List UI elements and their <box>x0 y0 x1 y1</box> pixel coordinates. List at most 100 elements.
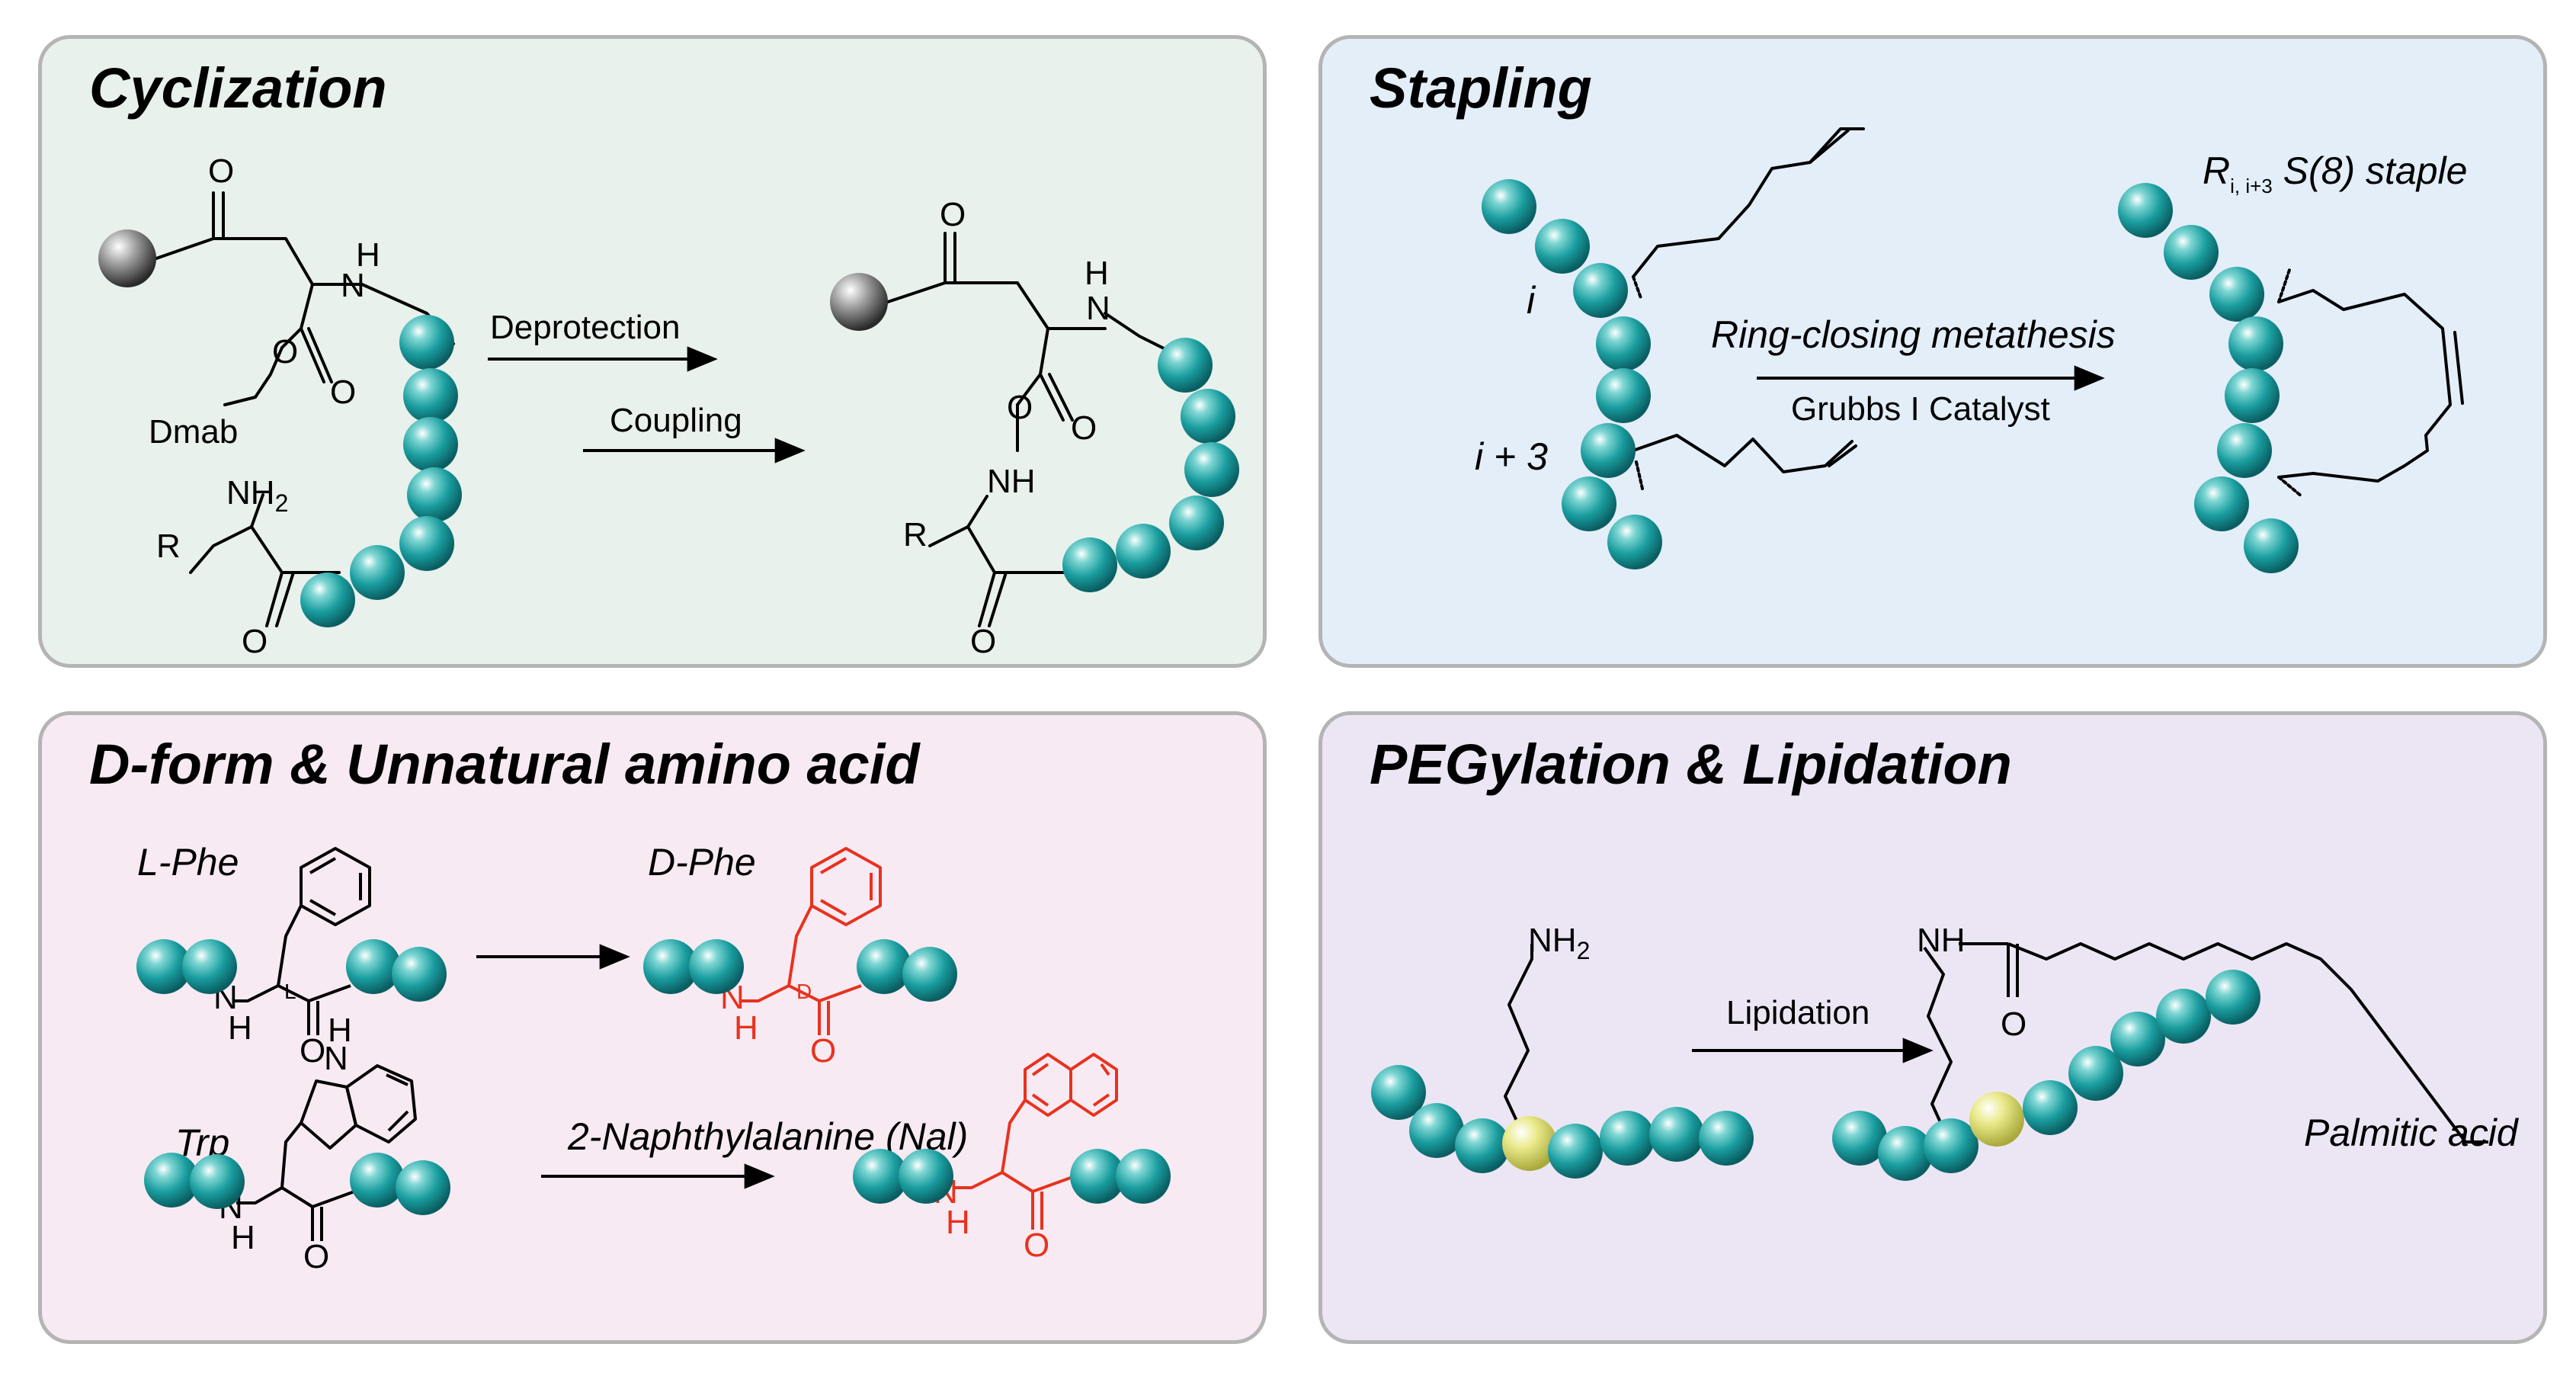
bead <box>1649 1107 1704 1162</box>
bead <box>1924 1118 1978 1173</box>
dmab-label: Dmab <box>149 413 238 451</box>
nal-naphthalene-ring-a <box>1024 1053 1072 1117</box>
peg-right-chain <box>1832 970 2260 1181</box>
bead <box>902 947 957 1002</box>
reactant-amine-n-label: N <box>341 267 365 304</box>
trp-indole-six-ring <box>345 1064 417 1143</box>
bead <box>899 1149 953 1204</box>
bead <box>350 545 405 600</box>
reactant-nh2-label: NH2 <box>226 474 288 517</box>
bead <box>2194 476 2249 531</box>
lipidation-label: Lipidation <box>1726 994 1870 1031</box>
bead <box>2206 970 2260 1025</box>
peg-o-label: O <box>2001 1006 2027 1043</box>
bead <box>1596 368 1651 423</box>
dphe-label: D-Phe <box>648 841 756 884</box>
coupling-label: Coupling <box>610 402 742 439</box>
nal-label: 2-Naphthylalanine (Nal) <box>567 1115 968 1158</box>
modified-residue-bead <box>1502 1116 1557 1171</box>
bead <box>1116 524 1171 579</box>
bead <box>1062 537 1117 592</box>
bead <box>1409 1103 1464 1158</box>
bead <box>689 939 744 994</box>
dphe-stereo-label: D <box>796 980 812 1003</box>
product-r-label: R <box>903 516 928 553</box>
product-peptide-chain <box>1062 338 1239 592</box>
trp-indole-h-label: H <box>328 1012 352 1049</box>
bead <box>1181 389 1235 444</box>
nal-h-label: H <box>946 1204 970 1241</box>
bead <box>2209 267 2264 322</box>
modified-residue-bead <box>1969 1092 2024 1147</box>
bead <box>1535 219 1590 274</box>
lphe-h-label: H <box>228 1009 252 1047</box>
lphe-benzene-ring <box>300 847 371 926</box>
bead <box>1600 1111 1655 1166</box>
bead <box>2228 316 2283 371</box>
reactant-peptide-chain <box>300 315 462 627</box>
cyclization-panel: Cyclization O N H O O Dmab NH2 R O Depro <box>38 35 1267 668</box>
product-amine-n-label: N <box>1086 290 1110 327</box>
staple-label: Ri, i+3 S(8) staple <box>2203 149 2467 197</box>
bead <box>399 516 454 571</box>
dform-title: D-form & Unnatural amino acid <box>89 733 920 796</box>
nal-o-label: O <box>1024 1227 1049 1264</box>
bead <box>300 573 355 627</box>
bead <box>396 1160 450 1215</box>
bead <box>2068 1046 2123 1101</box>
reactant-amine-h-label: H <box>356 236 380 274</box>
peg-left-chain <box>1371 1065 1754 1179</box>
resin-bead <box>98 229 156 287</box>
peg-panel: PEGylation & Lipidation NH2 NH O Lipidat… <box>1318 711 2547 1344</box>
stapling-panel: Stapling i i + 3 Ring-closing metathesis… <box>1318 35 2547 668</box>
bead <box>346 939 401 994</box>
peg-diagram: NH2 NH O Lipidation Palmitic acid <box>1371 922 2520 1181</box>
product-amine-h-label: H <box>1085 255 1109 292</box>
bead <box>2164 225 2219 280</box>
reactant-ester-oxygen-label: O <box>272 333 298 370</box>
reactant-lower-oxygen-label: O <box>242 623 268 660</box>
bead <box>2225 368 2280 423</box>
reactant-carbonyl-oxygen-label: O <box>330 374 356 411</box>
bead <box>2217 423 2272 478</box>
dform-diagram: L-Phe N H O L D-Phe N H O D Trp <box>136 841 1171 1275</box>
nal-naphthalene-ring-b <box>1069 1053 1118 1117</box>
label-i: i <box>1527 279 1536 322</box>
bead <box>643 939 698 994</box>
bead <box>1158 338 1213 393</box>
bead <box>1548 1124 1603 1179</box>
bead <box>1573 263 1628 318</box>
bead <box>2118 183 2173 238</box>
deprotection-label: Deprotection <box>490 309 680 346</box>
bead <box>1878 1126 1933 1181</box>
dphe-o-label: O <box>810 1032 836 1070</box>
bead <box>136 939 191 994</box>
bead <box>403 417 458 472</box>
product-oxygen-label: O <box>940 196 966 233</box>
reactant-r-label: R <box>156 528 181 565</box>
product-nh-label: NH <box>987 463 1036 500</box>
lphe-label: L-Phe <box>137 841 239 884</box>
product-lower-oxygen-label: O <box>970 623 996 660</box>
lphe-o-label: O <box>300 1032 325 1070</box>
stapling-right-chain <box>2118 183 2299 573</box>
bead <box>1581 423 1636 478</box>
bead <box>857 939 912 994</box>
stapling-left-chain <box>1482 179 1662 569</box>
dform-panel: D-form & Unnatural amino acid L-Phe N H … <box>38 711 1267 1344</box>
product-carbonyl-oxygen-label: O <box>1071 409 1097 447</box>
bead <box>1482 179 1536 234</box>
trp-indole-n-label: N <box>324 1040 348 1077</box>
bead <box>403 368 458 423</box>
bead <box>2023 1080 2078 1135</box>
bead <box>1070 1149 1125 1204</box>
bead <box>182 939 237 994</box>
bead <box>2110 1012 2165 1066</box>
bead <box>1184 442 1239 497</box>
bead <box>1699 1111 1754 1166</box>
bead <box>399 315 454 370</box>
cyclization-diagram: O N H O O Dmab NH2 R O Deprotection Coup… <box>98 152 1239 660</box>
reactant-oxygen-label: O <box>208 152 234 190</box>
bead <box>190 1154 245 1209</box>
bead <box>1596 316 1651 371</box>
